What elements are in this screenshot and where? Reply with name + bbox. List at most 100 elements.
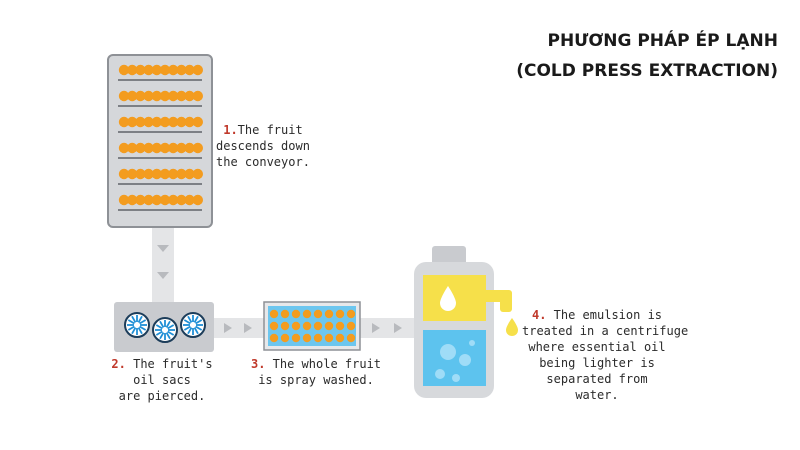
step-number: 1.	[223, 123, 238, 137]
fruit-icon	[151, 90, 162, 102]
flow-connectors	[152, 224, 418, 338]
fruit-icon	[143, 64, 154, 76]
fruit-icon	[291, 333, 301, 343]
fruit-icon	[346, 333, 356, 343]
fruit-icon	[127, 168, 138, 180]
caption-line: The emulsion is	[553, 308, 663, 322]
fruit-icon	[280, 321, 290, 331]
step-4-caption: 4. The emulsion is treated in a centrifu…	[522, 307, 688, 403]
fruit-icon	[269, 333, 279, 343]
fruit-icon	[176, 116, 187, 128]
piercer-wheel-icon	[180, 312, 206, 338]
conveyor-shelf	[118, 209, 202, 211]
fruit-icon	[324, 309, 334, 319]
connector-piercer-to-wash	[212, 318, 268, 338]
fruit-icon	[184, 64, 195, 76]
arrow-down	[157, 272, 169, 279]
wash-tray-icon	[263, 301, 361, 351]
title-english: (COLD PRESS EXTRACTION)	[516, 61, 778, 81]
fruit-icon	[151, 194, 162, 206]
caption-line: are pierced.	[118, 389, 206, 403]
fruit-icon	[168, 90, 179, 102]
fruit-icon	[176, 194, 187, 206]
fruit-icon	[324, 333, 334, 343]
conveyor-shelf	[118, 157, 202, 159]
caption-line: The whole fruit	[272, 357, 382, 371]
fruit-icon	[291, 309, 301, 319]
fruit-icon	[168, 64, 179, 76]
caption-line: where essential oil	[528, 340, 666, 354]
title-vietnamese: PHƯƠNG PHÁP ÉP LẠNH	[547, 31, 779, 51]
caption-line: oil sacs	[133, 373, 191, 387]
fruit-icon	[192, 168, 203, 180]
fruit-icon	[159, 142, 171, 154]
step-3-caption: 3. The whole fruit is spray washed.	[246, 356, 386, 388]
fruit-icon	[151, 168, 162, 180]
step-1-caption: 1.The fruit descends down the conveyor.	[216, 122, 310, 170]
fruit-icon	[127, 64, 138, 76]
fruit-icon	[168, 194, 179, 206]
step-number: 2.	[111, 357, 126, 371]
piercer-wheel-icon	[152, 317, 178, 343]
fruit-icon	[176, 64, 187, 76]
fruit-icon	[302, 321, 312, 331]
fruit-icon	[127, 116, 138, 128]
conveyor-shelf	[118, 131, 202, 133]
step-number: 3.	[250, 357, 266, 371]
fruit-icon	[118, 64, 130, 76]
fruit-icon	[192, 116, 203, 128]
fruit-icon	[192, 64, 203, 76]
arrow-right	[372, 323, 380, 333]
caption-line: being lighter is	[539, 356, 655, 370]
caption-line: water.	[575, 388, 619, 402]
step-number: 4.	[531, 308, 547, 322]
caption-line: The fruit's	[133, 357, 213, 371]
fruit-icon	[313, 309, 323, 319]
fruit-icon	[135, 194, 146, 206]
arrow-right	[244, 323, 252, 333]
caption-line: is spray washed.	[258, 373, 374, 387]
fruit-icon	[168, 116, 179, 128]
fruit-icon	[269, 321, 279, 331]
fruit-icon	[127, 90, 138, 102]
fruit-icon	[159, 168, 171, 180]
fruit-icon	[168, 168, 179, 180]
fruit-icon	[118, 142, 130, 154]
fruit-icon	[313, 321, 323, 331]
fruit-icon	[143, 116, 154, 128]
fruit-icon	[151, 142, 162, 154]
caption-line: separated from	[546, 372, 648, 386]
fruit-icon	[184, 194, 195, 206]
fruit-icon	[335, 333, 345, 343]
caption-line: descends down	[216, 139, 310, 153]
fruit-icon	[127, 142, 138, 154]
fruit-icon	[135, 142, 146, 154]
fruit-icon	[184, 168, 195, 180]
piercer-wheel-icon	[124, 312, 150, 338]
fruit-icon	[159, 116, 171, 128]
fruit-icon	[302, 309, 312, 319]
step-2-caption: 2. The fruit's oil sacs are pierced.	[100, 356, 224, 404]
fruit-icon	[280, 333, 290, 343]
fruit-icon	[346, 321, 356, 331]
conveyor-shelf	[118, 183, 202, 185]
fruit-icon	[335, 309, 345, 319]
fruit-icon	[192, 90, 203, 102]
fruit-icon	[127, 194, 138, 206]
fruit-icon	[118, 168, 130, 180]
fruit-icon	[176, 142, 187, 154]
caption-line: the conveyor.	[216, 155, 310, 169]
fruit-icon	[192, 142, 203, 154]
fruit-icon	[159, 64, 171, 76]
fruit-icon	[143, 90, 154, 102]
fruit-icon	[302, 333, 312, 343]
piercer-rollers-icon	[114, 302, 214, 352]
fruit-icon	[176, 168, 187, 180]
fruit-icon	[291, 321, 301, 331]
conveyor-shelf	[118, 79, 202, 81]
fruit-icon	[118, 116, 130, 128]
fruit-icon	[135, 90, 146, 102]
fruit-icon	[151, 64, 162, 76]
fruit-icon	[176, 90, 187, 102]
